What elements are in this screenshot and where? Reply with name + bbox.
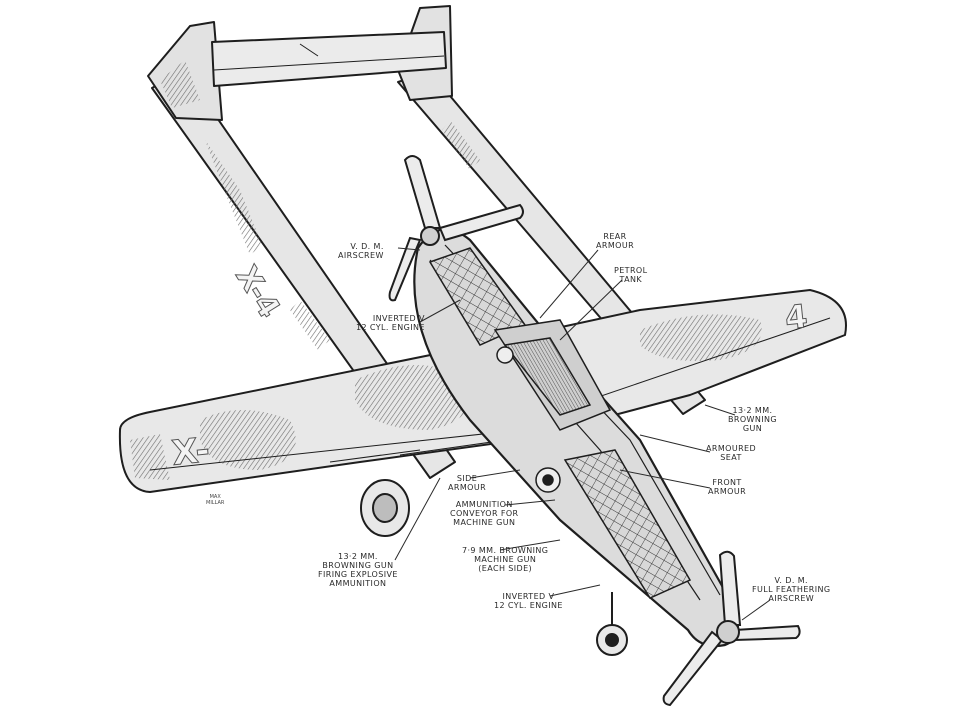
wing-marking: X- bbox=[170, 430, 213, 475]
front-propeller bbox=[662, 550, 801, 707]
cockpit bbox=[493, 319, 612, 493]
nose-wheel bbox=[596, 592, 628, 656]
label-vdm-airscrew: V. D. M.AIRSCREW bbox=[338, 242, 384, 260]
left-fin bbox=[147, 21, 223, 121]
main-wheel bbox=[360, 479, 410, 537]
wing-number-marking: 4 bbox=[783, 296, 810, 338]
tailplane bbox=[211, 31, 447, 87]
front-engine bbox=[563, 449, 692, 599]
leader-lines bbox=[394, 247, 771, 621]
rear-propeller bbox=[388, 155, 524, 302]
